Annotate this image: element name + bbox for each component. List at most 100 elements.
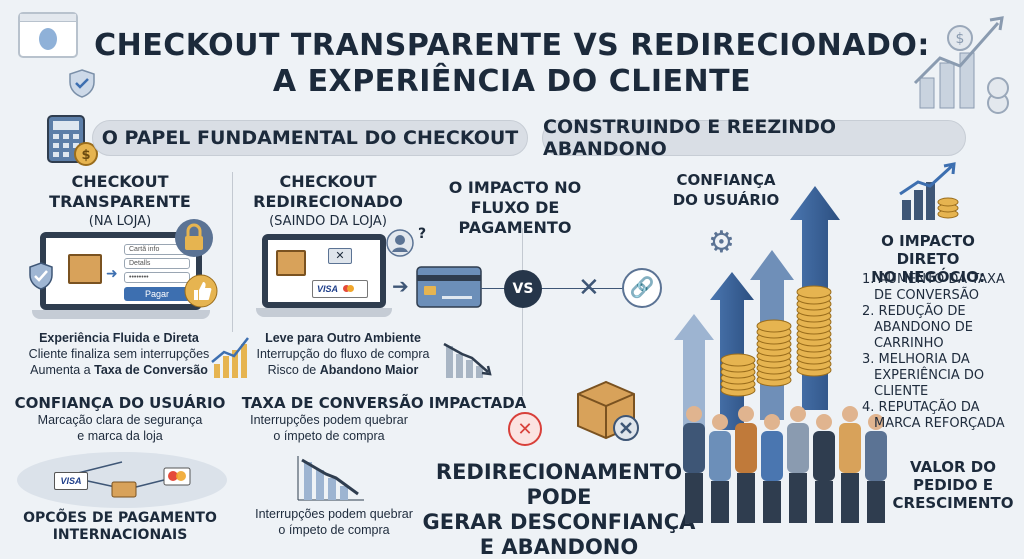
transparente-title: CHECKOUT TRANSPARENTE (NA LOJA) <box>20 172 220 232</box>
thumbs-up-icon <box>184 274 218 308</box>
transparente-title-line2: TRANSPARENTE <box>49 192 191 211</box>
redirecionado-caption-line2: Interrupção do fluxo de compra <box>256 347 430 361</box>
confianca-left-title: CONFIANÇA DO USUÁRIO <box>14 394 226 412</box>
transparente-laptop-base <box>32 310 210 319</box>
transparente-caption-line2: Cliente finaliza sem interrupções <box>28 347 210 361</box>
redirecionamento-line1: REDIRECIONAMENTO PODE <box>435 460 683 509</box>
redirecionado-subtitle: (SAINDO DA LOJA) <box>269 214 387 229</box>
taxa-bottom-line1: Interrupções podem quebrar <box>255 507 413 521</box>
person-legs <box>789 473 807 523</box>
coin <box>720 353 756 367</box>
credit-card-icon <box>416 266 482 308</box>
arrow-right-icon: ➜ <box>106 265 118 281</box>
pay-button[interactable]: Pagar <box>124 287 190 301</box>
close-icon-window: ✕ <box>328 248 352 264</box>
transparente-laptop: ➜ Cartã info Detalls •••••••• Pagar <box>32 232 210 319</box>
page-title: CHECKOUT TRANSPARENTE VS REDIRECIONADO: … <box>0 28 1024 100</box>
header-icon-browser <box>18 12 78 58</box>
transparente-subtitle: (NA LOJA) <box>88 214 152 229</box>
person-body <box>787 423 809 473</box>
impacto-item: 1. AUMENTO DA TAXA <box>862 272 1005 287</box>
redirecionado-title-line2: REDIRECIONADO <box>253 192 403 211</box>
taxa-line1: Interrupções podem quebrar <box>250 413 408 427</box>
taxa-text: Interrupções podem quebrar o ímpeto de c… <box>234 412 424 444</box>
red-x-error-icon: ✕ <box>508 412 542 446</box>
valor-title: VALOR DO PEDIDO E CRESCIMENTO <box>888 458 1018 512</box>
cross-icon: ✕ <box>578 272 600 302</box>
person-head <box>790 406 806 422</box>
people-group-graphic <box>680 390 890 535</box>
package-x-icon <box>572 376 644 442</box>
transparente-caption-bold: Experiência Fluida e Direta <box>39 331 199 345</box>
person-legs <box>841 473 859 523</box>
person-legs <box>815 481 833 523</box>
coin <box>756 319 792 333</box>
person-head <box>764 414 780 430</box>
taxa-title: TAXA DE CONVERSÃO IMPACTADA <box>241 394 527 412</box>
shield-check-icon <box>68 68 96 98</box>
visa-card-redirect: VISA <box>312 280 368 298</box>
impacto-fluxo-title: O IMPACTO NO FLUXO DE PAGAMENTO <box>420 178 610 238</box>
section-title-left: O PAPEL FUNDAMENTAL DO CHECKOUT <box>92 120 528 156</box>
person-body <box>761 431 783 481</box>
person-body <box>813 431 835 481</box>
person-legs <box>685 473 703 523</box>
box-icon <box>68 254 102 284</box>
impacto-item: ABANDONO DE <box>874 320 973 335</box>
caption-highlight-2: Abandono Maior <box>319 363 419 377</box>
redirecionado-laptop: ✕ VISA <box>256 234 392 317</box>
taxa-bottom-line2: o ímpeto de compra <box>278 523 390 537</box>
transparente-caption: Experiência Fluida e Direta Cliente fina… <box>10 330 228 378</box>
redirecionado-caption-bold: Leve para Outro Ambiente <box>265 331 421 345</box>
transparente-caption-line3: Aumenta a Taxa de Conversão <box>10 362 228 378</box>
calculator-coin-icon: $ <box>44 112 100 168</box>
caption-prefix-2: Risco de <box>267 363 317 377</box>
person-legs <box>737 473 755 523</box>
redirecionamento-warning: REDIRECIONAMENTO PODE GERAR DESCONFIANÇA… <box>414 460 704 559</box>
pagamentos-title-line2: INTERNACIONAIS <box>52 527 188 543</box>
person-body <box>865 431 887 481</box>
person-body <box>683 423 705 473</box>
impacto-direto-title-line2: NO NEGÓCIO: <box>871 268 985 286</box>
svg-text:$: $ <box>956 31 965 47</box>
divider-vs <box>522 228 523 396</box>
visa-card: VISA <box>54 472 88 490</box>
person-head <box>842 406 858 422</box>
taxa-line2: o ímpeto de compra <box>273 429 385 443</box>
person-legs <box>867 481 885 523</box>
box-icon-2 <box>276 250 306 276</box>
details-field[interactable]: Detalls <box>124 258 190 269</box>
transparente-title-line1: CHECKOUT <box>71 172 169 191</box>
bar-chart-down-icon <box>442 338 494 380</box>
divider-1 <box>232 172 233 332</box>
impacto-item: EXPERIÊNCIA DO <box>874 368 985 383</box>
impacto-item: 3. MELHORIA DA <box>862 352 970 367</box>
confianca-right-title: CONFIANÇA DO USUÁRIO <box>666 170 786 210</box>
impacto-item: CLIENTE <box>874 384 929 399</box>
impacto-direto-list: 1. AUMENTO DA TAXA DE CONVERSÃO 2. REDUÇ… <box>862 272 1012 432</box>
connector-line <box>480 288 630 289</box>
coin-stacks-graphic <box>718 280 848 410</box>
person-head <box>738 406 754 422</box>
person-body <box>709 431 731 481</box>
confianca-left-line1: Marcação clara de segurança <box>37 413 203 427</box>
bar-chart-up-icon <box>210 334 250 380</box>
page-title-line2: A EXPERIÊNCIA DO CLIENTE <box>272 64 752 99</box>
impacto-item: 2. REDUÇÃO DE <box>862 304 966 319</box>
impacto-fluxo-title-line2: FLUXO DE PAGAMENTO <box>458 198 572 237</box>
bar-chart-coins-icon <box>896 162 962 222</box>
impacto-item: DE CONVERSÃO <box>874 288 979 303</box>
chain-link-icon: 🔗 <box>622 268 662 308</box>
vs-label: VS <box>512 281 534 297</box>
redirecionado-caption: Leve para Outro Ambiente Interrupção do … <box>238 330 448 378</box>
caption-highlight: Taxa de Conversão <box>94 363 208 377</box>
password-field[interactable]: •••••••• <box>124 272 190 283</box>
redirecionado-caption-line3: Risco de Abandono Maior <box>238 362 448 378</box>
impacto-fluxo-title-line1: O IMPACTO NO <box>448 178 582 197</box>
page-title-line1: CHECKOUT TRANSPARENTE VS REDIRECIONADO: <box>94 28 930 63</box>
redirect-arrow-icon: ➔ <box>392 276 409 298</box>
person-body <box>839 423 861 473</box>
confianca-right-line1: CONFIANÇA <box>676 171 776 189</box>
svg-text:$: $ <box>81 148 90 163</box>
confianca-right-line2: DO USUÁRIO <box>672 191 780 209</box>
